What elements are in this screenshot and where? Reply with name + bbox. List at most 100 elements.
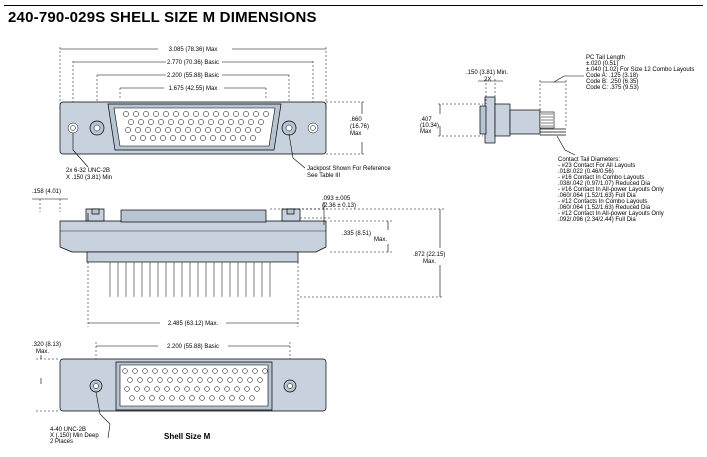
side-height-l3: Max — [420, 129, 431, 135]
bottom-hole-right-bore — [287, 383, 293, 389]
contact-tail — [234, 386, 240, 392]
contact-tail — [239, 395, 245, 401]
contact-tail — [184, 386, 190, 392]
contact-pin — [145, 127, 151, 133]
contact-tail — [164, 386, 170, 392]
contact-pin — [220, 135, 226, 141]
bottom-height-l2: Max. — [36, 349, 49, 355]
dim-overall-label: 3.085 (78.36) Max — [169, 47, 218, 53]
contact-pin — [138, 119, 144, 125]
contact-pin — [175, 127, 181, 133]
jackpost-right-bore — [285, 124, 293, 132]
contact-pin — [153, 111, 159, 117]
contact-tail — [199, 395, 205, 401]
contact-pin — [230, 135, 236, 141]
front-post-dim-l2: (2.36 ± 0.13) — [322, 203, 356, 209]
contact-pins — [123, 111, 269, 141]
contact-tail — [229, 395, 235, 401]
contact-pin — [250, 135, 256, 141]
contact-tail — [197, 377, 203, 383]
contact-tail — [232, 368, 238, 374]
contact-tail-note-line: .038/.042 (0.97/1.07) Reduced Dia — [558, 181, 651, 187]
contact-tail — [224, 386, 230, 392]
contact-tail — [187, 377, 193, 383]
contact-pin — [203, 111, 209, 117]
front-flange — [59, 220, 327, 253]
jackpost-note-l1: Jackpost Shown For Reference — [307, 166, 391, 172]
pc-tail-note-line: ±.040 (1.02) For Size 12 Combo Layouts — [586, 67, 694, 73]
contact-pin — [248, 119, 254, 125]
contact-pin — [208, 119, 214, 125]
contact-pin — [255, 127, 261, 133]
contact-tail — [207, 377, 213, 383]
pc-tail-note-line: PC Tail Length — [586, 55, 625, 61]
contact-tail — [162, 368, 168, 374]
contact-tail — [132, 368, 138, 374]
contact-pin — [173, 111, 179, 117]
contact-tail — [249, 395, 255, 401]
contact-pin — [185, 127, 191, 133]
top-view: 3.085 (78.36) Max 2.770 (70.36) Basic 2.… — [59, 47, 391, 181]
bottom-height-l1: .320 (8.13) — [32, 342, 61, 348]
contact-tail-note-line: .060/.064 (1.52/1.63) Full Dia — [558, 193, 636, 199]
contact-tail — [182, 368, 188, 374]
contact-pin — [245, 127, 251, 133]
contact-pin — [148, 119, 154, 125]
contact-pin — [123, 111, 129, 117]
contact-tail — [134, 386, 140, 392]
contact-pin — [168, 119, 174, 125]
contact-tail — [144, 386, 150, 392]
contact-pin — [155, 127, 161, 133]
contact-pin — [130, 135, 136, 141]
contact-pin — [140, 135, 146, 141]
contact-pin — [135, 127, 141, 133]
contact-tail — [167, 377, 173, 383]
contact-tail-note-line: - #23 Contact For All Layouts — [558, 163, 635, 169]
jackpost-left-bore — [93, 124, 101, 132]
contact-tail — [254, 386, 260, 392]
contact-pin — [233, 111, 239, 117]
contact-pin — [195, 127, 201, 133]
contact-pin — [205, 127, 211, 133]
contact-tail — [157, 377, 163, 383]
contact-tail-note-line: .018/.022 (0.46/0.56) — [558, 169, 614, 175]
dim-max-label: 1.675 (42.55) Max — [169, 86, 218, 92]
front-shroud — [120, 209, 267, 223]
contact-pin — [253, 111, 259, 117]
contact-pin — [243, 111, 249, 117]
contact-tail — [139, 395, 145, 401]
front-width-dim: 2.485 (63.12) Max. — [168, 321, 219, 327]
contact-tail — [242, 368, 248, 374]
contact-pin — [238, 119, 244, 125]
front-body — [86, 251, 299, 263]
contact-pin — [240, 135, 246, 141]
contact-tail-note-line: .092/.096 (2.34/2.44) Full Dia — [558, 217, 636, 223]
contact-tail — [127, 377, 133, 383]
contact-tail — [179, 395, 185, 401]
front-post-left-cap — [91, 208, 100, 215]
mounting-hole-right-inner — [310, 125, 316, 131]
front-view: .158 (4.01) .093 ±.005 (2.36 ± 0.13) .33… — [32, 189, 445, 327]
shell-size-caption: Shell Size M — [164, 432, 211, 441]
contact-pin — [193, 111, 199, 117]
contact-pin — [128, 119, 134, 125]
contact-pin — [215, 127, 221, 133]
contact-tail-note-line: .060/.064 (1.52/1.63) Reduced Dia — [558, 205, 651, 211]
contact-pin — [223, 111, 229, 117]
top-rule — [4, 5, 703, 6]
contact-pin — [258, 119, 264, 125]
contact-tail — [172, 368, 178, 374]
top-height-l1: .660 — [350, 117, 362, 123]
contact-tail — [247, 377, 253, 383]
contact-tail — [192, 368, 198, 374]
contact-tail — [194, 386, 200, 392]
contact-tail — [204, 386, 210, 392]
contact-tail — [252, 368, 258, 374]
contact-pin — [160, 135, 166, 141]
bottom-thread-l3: 2 Places — [50, 439, 73, 445]
contact-tail — [209, 395, 215, 401]
contact-tail-note: Contact Tail Diameters:- #23 Contact For… — [558, 157, 664, 223]
front-total-dim-l2: Max. — [423, 259, 436, 265]
side-tail-dim: .150 (3.81) Min. — [466, 70, 508, 76]
contact-tail — [174, 386, 180, 392]
